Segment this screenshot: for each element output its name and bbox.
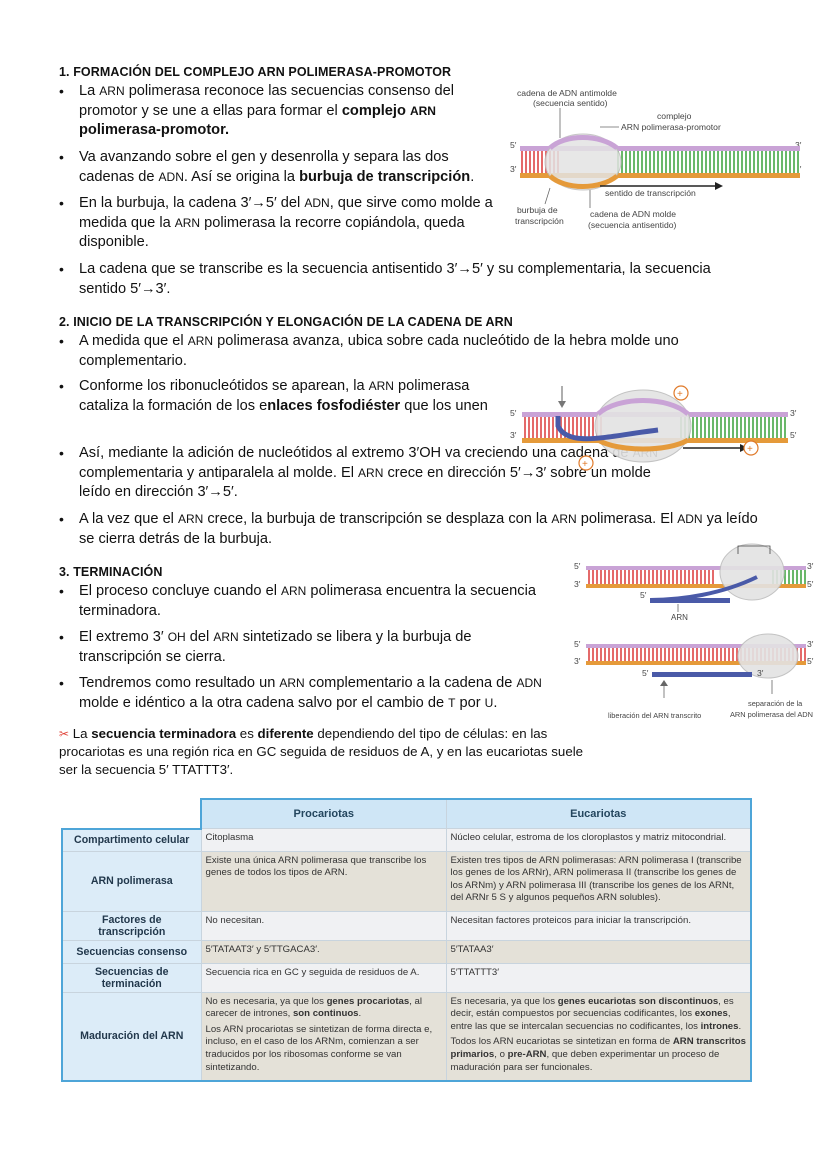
scissors-icon: ✂ — [59, 727, 70, 741]
fig1-label-sentido: sentido de transcripción — [605, 188, 696, 198]
bullet-s3-1: El proceso concluye cuando el ARN polime… — [59, 582, 549, 621]
figure-polymerase-promoter: cadena de ADN antimolde (secuencia senti… — [510, 88, 802, 230]
fig1-label-burbuja: burbuja de — [517, 205, 558, 215]
figure-elongation: 5′ 3′ 3′ 5′ + + + — [510, 385, 797, 471]
fig3-label-arn: ARN — [671, 613, 688, 622]
cell-procariotas: No necesitan. — [200, 910, 447, 941]
bullet-s1-4: La cadena que se transcribe es la secuen… — [59, 260, 759, 299]
fig1-three-top-right: 3′ — [795, 140, 802, 150]
cell-eucariotas: Es necesaria, ya que los genes eucariota… — [445, 991, 752, 1083]
bullet-s1-2: Va avanzando sobre el gen y desenrolla y… — [59, 148, 499, 187]
figure-termination: 5′ 3′ 3′ 5′ 5′ ARN 5′ 3′ 3′ 5′ 5′ 3′ lib… — [574, 543, 814, 720]
row-label: Secuencias de terminación — [61, 962, 202, 993]
table-corner — [62, 799, 201, 830]
fig3-three-rna2: 3′ — [757, 668, 764, 678]
fig2-three-right: 3′ — [790, 408, 797, 418]
header-eucariotas: Eucariotas — [445, 798, 752, 829]
bullet-s2-1: A medida que el ARN polimerasa avanza, u… — [59, 332, 759, 371]
terminator-note-text: La secuencia terminadora es diferente de… — [59, 726, 584, 777]
fig3-five-rna2: 5′ — [642, 668, 649, 678]
fig2-five-top: 5′ — [510, 408, 517, 418]
row-label: Secuencias consenso — [61, 939, 202, 964]
cell-procariotas: Existe una única ARN polimerasa que tran… — [200, 850, 447, 912]
section-3-title: 3. TERMINACIÓN — [59, 565, 163, 579]
cell-eucariotas: Necesitan factores proteicos para inicia… — [445, 910, 752, 941]
fig2-plus-right: + — [747, 444, 753, 455]
bullet-s3-2: El extremo 3′ OH del ARN sintetizado se … — [59, 628, 529, 667]
row-label: Maduración del ARN — [61, 991, 202, 1083]
fig1-label-antimolde: cadena de ADN antimolde — [517, 88, 617, 98]
cell-procariotas: Citoplasma — [200, 828, 447, 852]
fig2-plus-bottom: + — [582, 459, 588, 470]
fig2-plus-top: + — [677, 389, 683, 400]
cell-eucariotas: 5′TATAA3′ — [445, 939, 752, 964]
fig3-three-2r: 3′ — [807, 639, 814, 649]
header-procariotas: Procariotas — [200, 798, 447, 829]
bullet-s1-1: La ARN polimerasa reconoce las secuencia… — [59, 82, 484, 141]
fig2-three-bottom: 3′ — [510, 430, 517, 440]
terminator-note: ✂ La secuencia terminadora es diferente … — [59, 725, 587, 779]
row-label: ARN polimerasa — [61, 850, 202, 912]
fig2-five-right: 5′ — [790, 430, 797, 440]
cell-eucariotas: Existen tres tipos de ARN polimerasas: A… — [445, 850, 752, 912]
cell-procariotas: 5′TATAAT3′ y 5′TTGACA3′. — [200, 939, 447, 964]
fig1-label-burbuja2: transcripción — [515, 216, 564, 226]
bullet-s1-3: En la burbuja, la cadena 3′→5′ del ADN, … — [59, 194, 509, 253]
cell-eucariotas: 5′TTATTT3′ — [445, 962, 752, 993]
fig3-five-rna: 5′ — [640, 590, 647, 600]
fig3-five-2: 5′ — [574, 639, 581, 649]
cell-procariotas: No es necesaria, ya que los genes procar… — [200, 991, 447, 1083]
fig3-label-separacion: separación de la — [748, 699, 803, 708]
bullet-s2-2: Conforme los ribonucleótidos se aparean,… — [59, 377, 504, 416]
comparison-table: Procariotas Eucariotas Compartimento cel… — [61, 798, 752, 1083]
fig3-three-2: 3′ — [574, 656, 581, 666]
cell-eucariotas: Núcleo celular, estroma de los cloroplas… — [445, 828, 752, 852]
fig1-label-sentido-seq: (secuencia sentido) — [533, 98, 608, 108]
fig3-five-1: 5′ — [574, 561, 581, 571]
fig3-five-1r: 5′ — [807, 579, 814, 589]
fig1-label-complejo2: ARN polimerasa-promotor — [621, 122, 721, 132]
bullet-s3-3: Tendremos como resultado un ARN compleme… — [59, 674, 559, 713]
bullet-s2-4: A la vez que el ARN crece, la burbuja de… — [59, 510, 769, 549]
fig1-label-molde2: (secuencia antisentido) — [588, 220, 677, 230]
fig1-label-molde: cadena de ADN molde — [590, 209, 676, 219]
row-label: Compartimento celular — [61, 828, 202, 852]
fig3-label-liberacion: liberación del ARN transcrito — [608, 711, 701, 720]
cell-procariotas: Secuencia rica en GC y seguida de residu… — [200, 962, 447, 993]
fig3-five-2r: 5′ — [807, 656, 814, 666]
fig1-three-bottom-left: 3′ — [510, 164, 517, 174]
row-label: Factores de transcripción — [61, 910, 202, 941]
fig3-three-1: 3′ — [574, 579, 581, 589]
section-2-title: 2. INICIO DE LA TRANSCRIPCIÓN Y ELONGACI… — [59, 315, 513, 329]
fig3-three-1r: 3′ — [807, 561, 814, 571]
fig3-label-separacion2: ARN polimerasa del ADN — [730, 710, 813, 719]
section-1-title: 1. FORMACIÓN DEL COMPLEJO ARN POLIMERASA… — [59, 65, 452, 79]
fig1-label-complejo: complejo — [657, 111, 692, 121]
fig1-five-top: 5′ — [510, 140, 517, 150]
